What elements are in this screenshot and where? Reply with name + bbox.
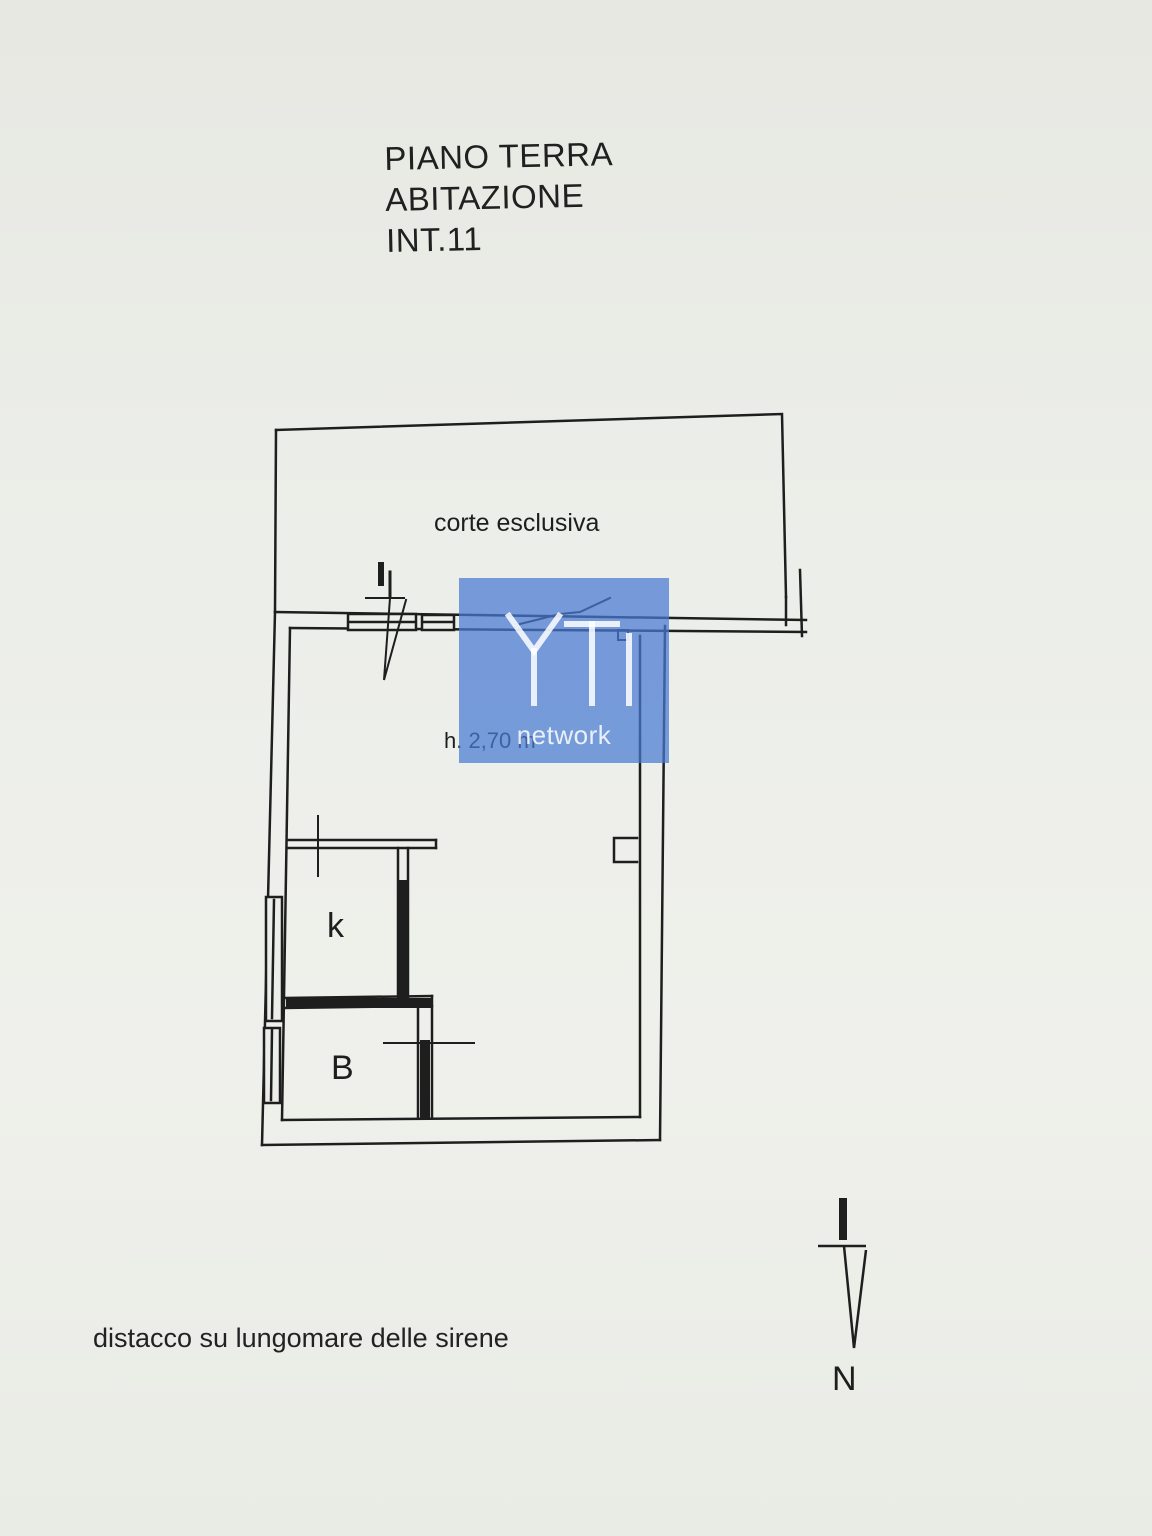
entrance-arrow-mark-left xyxy=(378,562,384,586)
agency-brand-text: network xyxy=(516,720,612,750)
compass-arrow xyxy=(842,1245,868,1349)
left-window-kitchen-glass xyxy=(270,898,276,1020)
bottom-wall-outer xyxy=(260,1138,662,1147)
kb-divider-fill xyxy=(286,998,432,1008)
bottom-wall-inner xyxy=(280,1115,642,1122)
bath-wall-fill xyxy=(420,1040,430,1120)
compass-shaft xyxy=(839,1198,847,1240)
agency-logo-icon xyxy=(504,611,632,706)
distance-note: distacco su lungomare delle sirene xyxy=(93,1323,509,1353)
yard-left-edge xyxy=(273,428,278,614)
bathroom-label: B xyxy=(331,1049,354,1087)
north-compass xyxy=(818,1198,868,1349)
right-wall-niche xyxy=(612,836,639,864)
agency-watermark: network xyxy=(459,578,669,763)
kb-divider-top xyxy=(282,994,434,1000)
left-window-bath-glass xyxy=(269,1028,274,1102)
compass-north-label: N xyxy=(832,1360,857,1398)
wall-end-tick xyxy=(798,568,804,638)
kitchen-wall-fill xyxy=(399,880,407,1000)
yard-label: corte esclusiva xyxy=(434,509,599,537)
left-wall-inner xyxy=(280,626,292,1122)
yard-boundary xyxy=(274,412,788,599)
entrance-arrow-head xyxy=(383,596,408,681)
kitchen-label: k xyxy=(327,907,345,945)
